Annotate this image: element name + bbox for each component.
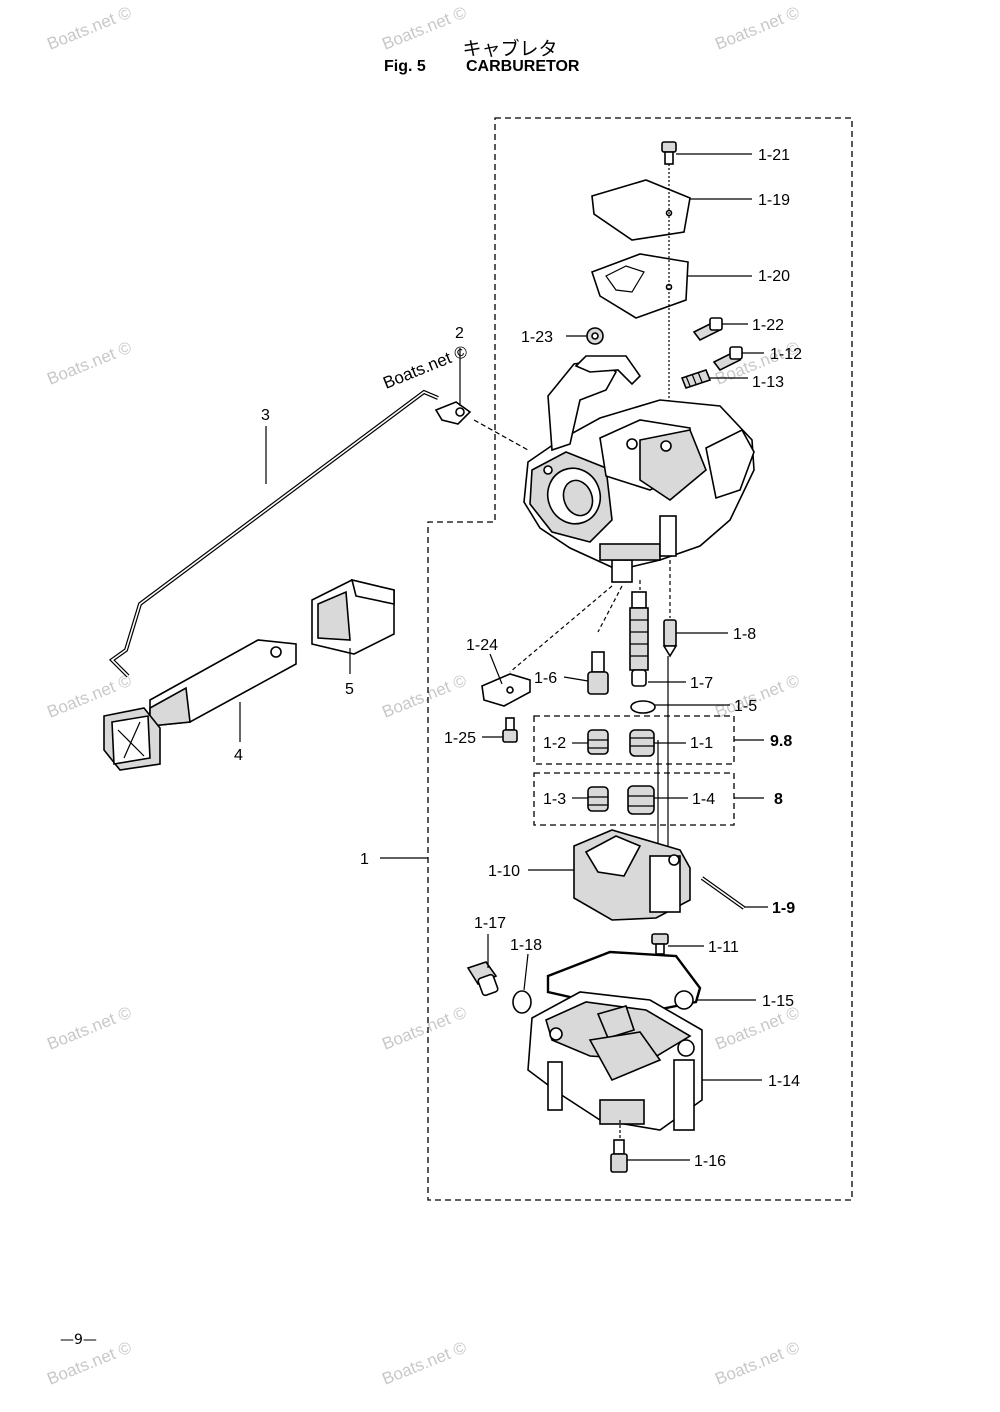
screw-1-16 <box>610 1139 628 1173</box>
figure-caption: CARBURETOR <box>466 58 580 75</box>
callout-1-22: 1-22 <box>752 317 784 334</box>
callout-2: 2 <box>455 325 464 342</box>
assembly-boundary <box>427 117 853 1201</box>
leader-lines <box>239 153 768 1161</box>
callout-1-8: 1-8 <box>733 626 756 643</box>
screw-1-12 <box>712 346 743 372</box>
screw-1-25 <box>502 717 518 743</box>
washer-1-18 <box>512 990 532 1014</box>
callout-1-10: 1-10 <box>488 863 520 880</box>
callout-labels: 1-21 1-19 1-20 1-22 1-12 1-13 1-23 2 3 1… <box>234 147 802 1170</box>
watermark: Boats.net © <box>379 1003 469 1054</box>
spring-1-13 <box>680 369 712 389</box>
watermark: Boats.net © <box>712 1003 802 1054</box>
callout-1-13: 1-13 <box>752 374 784 391</box>
needle-valve-1-8 <box>662 619 678 658</box>
callout-1-4: 1-4 <box>692 791 715 808</box>
callout-8: 8 <box>774 791 783 808</box>
cover-plate-1-19 <box>591 179 691 241</box>
nut-1-23 <box>586 327 604 345</box>
watermark: Boats.net © <box>44 338 134 389</box>
o-ring-1-5 <box>630 700 656 714</box>
gasket-1-20 <box>590 253 689 319</box>
watermark: Boats.net © <box>44 1003 134 1054</box>
watermark: Boats.net © <box>712 671 802 722</box>
callout-1-7: 1-7 <box>690 675 713 692</box>
watermark: Boats.net © <box>44 3 134 54</box>
callout-1-9: 1-9 <box>772 900 795 917</box>
callout-1-3: 1-3 <box>543 791 566 808</box>
carburetor-body <box>523 355 755 583</box>
callout-1-12: 1-12 <box>770 346 802 363</box>
callout-1-1: 1-1 <box>690 735 713 752</box>
figure-title: Fig. 5 CARBURETOR <box>384 58 579 76</box>
callout-1-18: 1-18 <box>510 937 542 954</box>
callout-1-17: 1-17 <box>474 915 506 932</box>
kit-box-8 <box>533 772 735 826</box>
bracket-1-24 <box>481 673 531 707</box>
callout-4: 4 <box>234 747 243 764</box>
callout-1-23: 1-23 <box>521 329 553 346</box>
gasket-1-15 <box>546 950 702 1012</box>
watermark: Boats.net © <box>379 1338 469 1389</box>
watermark: Boats.net © <box>379 671 469 722</box>
watermark: Boats.net © <box>379 3 469 54</box>
main-jet-1-6 <box>587 651 609 695</box>
callout-1-20: 1-20 <box>758 268 790 285</box>
emulsion-tube-1-7 <box>629 591 649 687</box>
figure-number: Fig. 5 <box>384 58 426 75</box>
callout-1-5: 1-5 <box>734 698 757 715</box>
float-chamber-1-14 <box>527 991 703 1131</box>
callout-1-19: 1-19 <box>758 192 790 209</box>
lever-handle-4 <box>103 639 297 771</box>
callout-1-21: 1-21 <box>758 147 790 164</box>
pilot-jet-1-3 <box>587 786 609 812</box>
callout-1-11: 1-11 <box>708 939 739 956</box>
callout-3: 3 <box>261 407 270 424</box>
callout-1-24: 1-24 <box>466 637 498 654</box>
screw-1-11 <box>651 933 669 955</box>
screw-1-21 <box>661 141 677 165</box>
callout-9-8: 9.8 <box>770 733 792 750</box>
callout-1-16: 1-16 <box>694 1153 726 1170</box>
screw-1-22 <box>692 317 723 342</box>
clip-2 <box>434 401 472 425</box>
float-1-10 <box>573 829 691 921</box>
callout-1-6: 1-6 <box>534 670 557 687</box>
callout-1-25: 1-25 <box>444 730 476 747</box>
watermark: Boats.net © <box>712 1338 802 1389</box>
pilot-jet-1-2 <box>587 729 609 755</box>
title-japanese: キャブレタ <box>462 38 558 60</box>
grip-5 <box>311 578 395 655</box>
callout-1-15: 1-15 <box>762 993 794 1010</box>
callout-1-14: 1-14 <box>768 1073 800 1090</box>
watermark-dark: Boats.net © <box>380 342 470 393</box>
drain-plug-1-17 <box>466 961 499 997</box>
main-jet-1-4 <box>627 785 655 815</box>
callout-1-2: 1-2 <box>543 735 566 752</box>
page-number: —9— <box>60 1332 97 1348</box>
callout-1: 1 <box>360 851 369 868</box>
callout-5: 5 <box>345 681 354 698</box>
main-jet-1-1 <box>629 729 655 757</box>
watermark: Boats.net © <box>712 3 802 54</box>
